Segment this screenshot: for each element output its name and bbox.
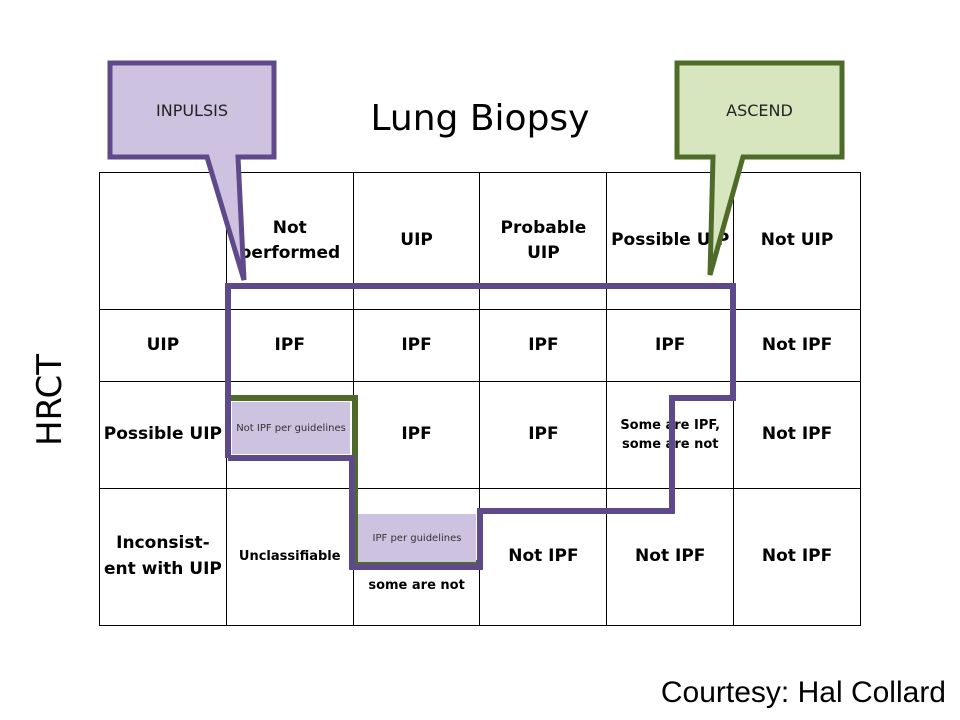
hrct-axis-label: HRCT <box>30 354 70 447</box>
not-ipf-per-guidelines-box: Not IPF per guidelines <box>232 402 350 454</box>
table-cell: Unclassifiable <box>225 487 354 627</box>
table-cell: IPF <box>479 381 608 489</box>
table-cell: Not IPF <box>733 381 861 489</box>
header-cell-possible-uip: Possible UIP <box>606 171 735 311</box>
table-cell: Not IPF <box>733 487 861 627</box>
row-label: Inconsist-ent with UIP <box>99 487 227 627</box>
table-cell: IPF <box>352 309 481 383</box>
table-cell: IPF <box>606 309 735 383</box>
table-row-possible-uip: Possible UIP IPF IPF Some are IPF, some … <box>99 381 861 489</box>
table-cell: Not IPF <box>606 487 735 627</box>
ipf-per-guidelines-box: IPF per guidelines <box>358 514 476 562</box>
table-cell: IPF <box>225 309 354 383</box>
table-row-inconsistent: Inconsist-ent with UIP Unclassifiable so… <box>99 487 861 627</box>
courtesy-credit: Courtesy: Hal Collard <box>660 676 946 709</box>
ascend-callout-label: ASCEND <box>726 100 793 120</box>
chart-title: Lung Biopsy <box>370 98 590 139</box>
header-cell-probable-uip: Probable UIP <box>479 171 608 311</box>
row-label: UIP <box>99 309 227 383</box>
header-cell-not-uip: Not UIP <box>733 171 861 311</box>
table-cell: Some are IPF, some are not <box>606 381 735 489</box>
table-cell: IPF <box>479 309 608 383</box>
header-cell-uip: UIP <box>352 171 481 311</box>
classification-table: Not performed UIP Probable UIP Possible … <box>99 171 861 627</box>
table-cell: Not IPF <box>733 309 861 383</box>
header-cell-not-performed: Not performed <box>225 171 354 311</box>
table-cell: Not IPF <box>479 487 608 627</box>
row-label: Possible UIP <box>99 381 227 489</box>
inpulsis-callout-label: INPULSIS <box>156 100 228 120</box>
table-cell: IPF <box>352 381 481 489</box>
table-header-row: Not performed UIP Probable UIP Possible … <box>99 171 861 311</box>
header-cell-empty <box>99 171 227 311</box>
table-row-uip: UIP IPF IPF IPF IPF Not IPF <box>99 309 861 383</box>
